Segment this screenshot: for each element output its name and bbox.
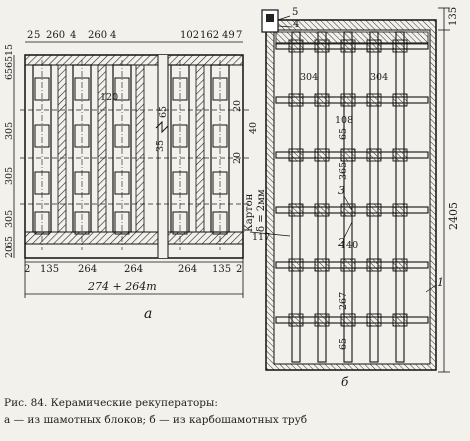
bottom-dimension: 264	[78, 264, 97, 275]
callout-4: 4	[293, 19, 299, 30]
inner-dimension: 20	[232, 100, 243, 112]
drawing-b-letter: б	[341, 375, 349, 389]
top-dimension: 2	[27, 30, 33, 41]
callout-5: 5	[292, 7, 298, 18]
bottom-dimension: 2	[236, 264, 242, 275]
inner-dimension: 140	[340, 240, 358, 251]
bottom-dimension: 135	[212, 264, 231, 275]
inner-dimension: 65	[158, 106, 169, 118]
top-dimension: 102	[180, 30, 199, 41]
left-dimension: 15	[4, 44, 15, 56]
top-dimension: 4	[110, 30, 116, 41]
drawing-b-dimension-135: 135	[448, 7, 459, 26]
caption-line-1: Рис. 84. Керамические рекуператоры:	[4, 397, 218, 409]
inner-dimension: 20	[232, 152, 243, 164]
top-dimension: 260	[46, 30, 65, 41]
top-dimension: 162	[200, 30, 219, 41]
left-dimension: 65	[4, 236, 15, 248]
drawing-a-block-recuperator	[13, 41, 250, 298]
caption-line-2: а — из шамотных блоков; б — из карбошамо…	[4, 414, 308, 426]
top-dimension: 5	[34, 30, 40, 41]
bottom-dimension: 264	[178, 264, 197, 275]
left-dimension: 305	[4, 167, 15, 185]
callout-1: 1	[437, 276, 444, 289]
drawing-a-total-dimension: 274 + 264m	[87, 280, 157, 293]
drawing-b-dimension-2405: 2405	[447, 202, 460, 230]
top-dimension: 4	[70, 30, 76, 41]
top-dimension: 49	[222, 30, 235, 41]
bottom-dimension: 264	[124, 264, 143, 275]
inner-dimension: 65	[338, 128, 349, 140]
drawing-b-tube-recuperator	[249, 7, 450, 373]
top-dimension: 7	[236, 30, 242, 41]
callout-2: 2	[337, 236, 345, 249]
left-dimension: 20	[4, 246, 15, 258]
inner-dimension: 40	[248, 122, 259, 134]
inner-dimension: 117	[252, 232, 270, 243]
drawing-a-letter: a	[144, 306, 152, 322]
top-dimension: 260	[88, 30, 107, 41]
carton-thickness: δ = 2мм	[256, 189, 267, 232]
drawing-b-inner-dimensions: 304 304 108 65 365 140 267 65 117	[252, 72, 388, 350]
inner-dimension: 120	[100, 92, 118, 103]
bottom-dimension: 2	[24, 264, 30, 275]
left-dimension: 65	[4, 68, 15, 80]
drawing-a-inner-dimensions: 120 65 35 20 20 40	[100, 92, 259, 164]
inner-dimension: 267	[338, 292, 349, 310]
drawing-a-bottom-dimensions: 2 135 264 264 264 135 2	[24, 264, 242, 275]
inner-dimension: 108	[335, 115, 353, 126]
inner-dimension: 304	[300, 72, 318, 83]
inner-dimension: 35	[155, 140, 166, 152]
left-dimension: 65	[4, 56, 15, 68]
inner-dimension: 304	[370, 72, 388, 83]
carton-label: Картон	[244, 193, 255, 232]
inner-dimension: 65	[338, 338, 349, 350]
inner-dimension: 365	[338, 162, 349, 180]
left-dimension: 305	[4, 122, 15, 140]
left-dimension: 305	[4, 210, 15, 228]
callout-3: 3	[338, 184, 345, 197]
bottom-dimension: 135	[40, 264, 59, 275]
